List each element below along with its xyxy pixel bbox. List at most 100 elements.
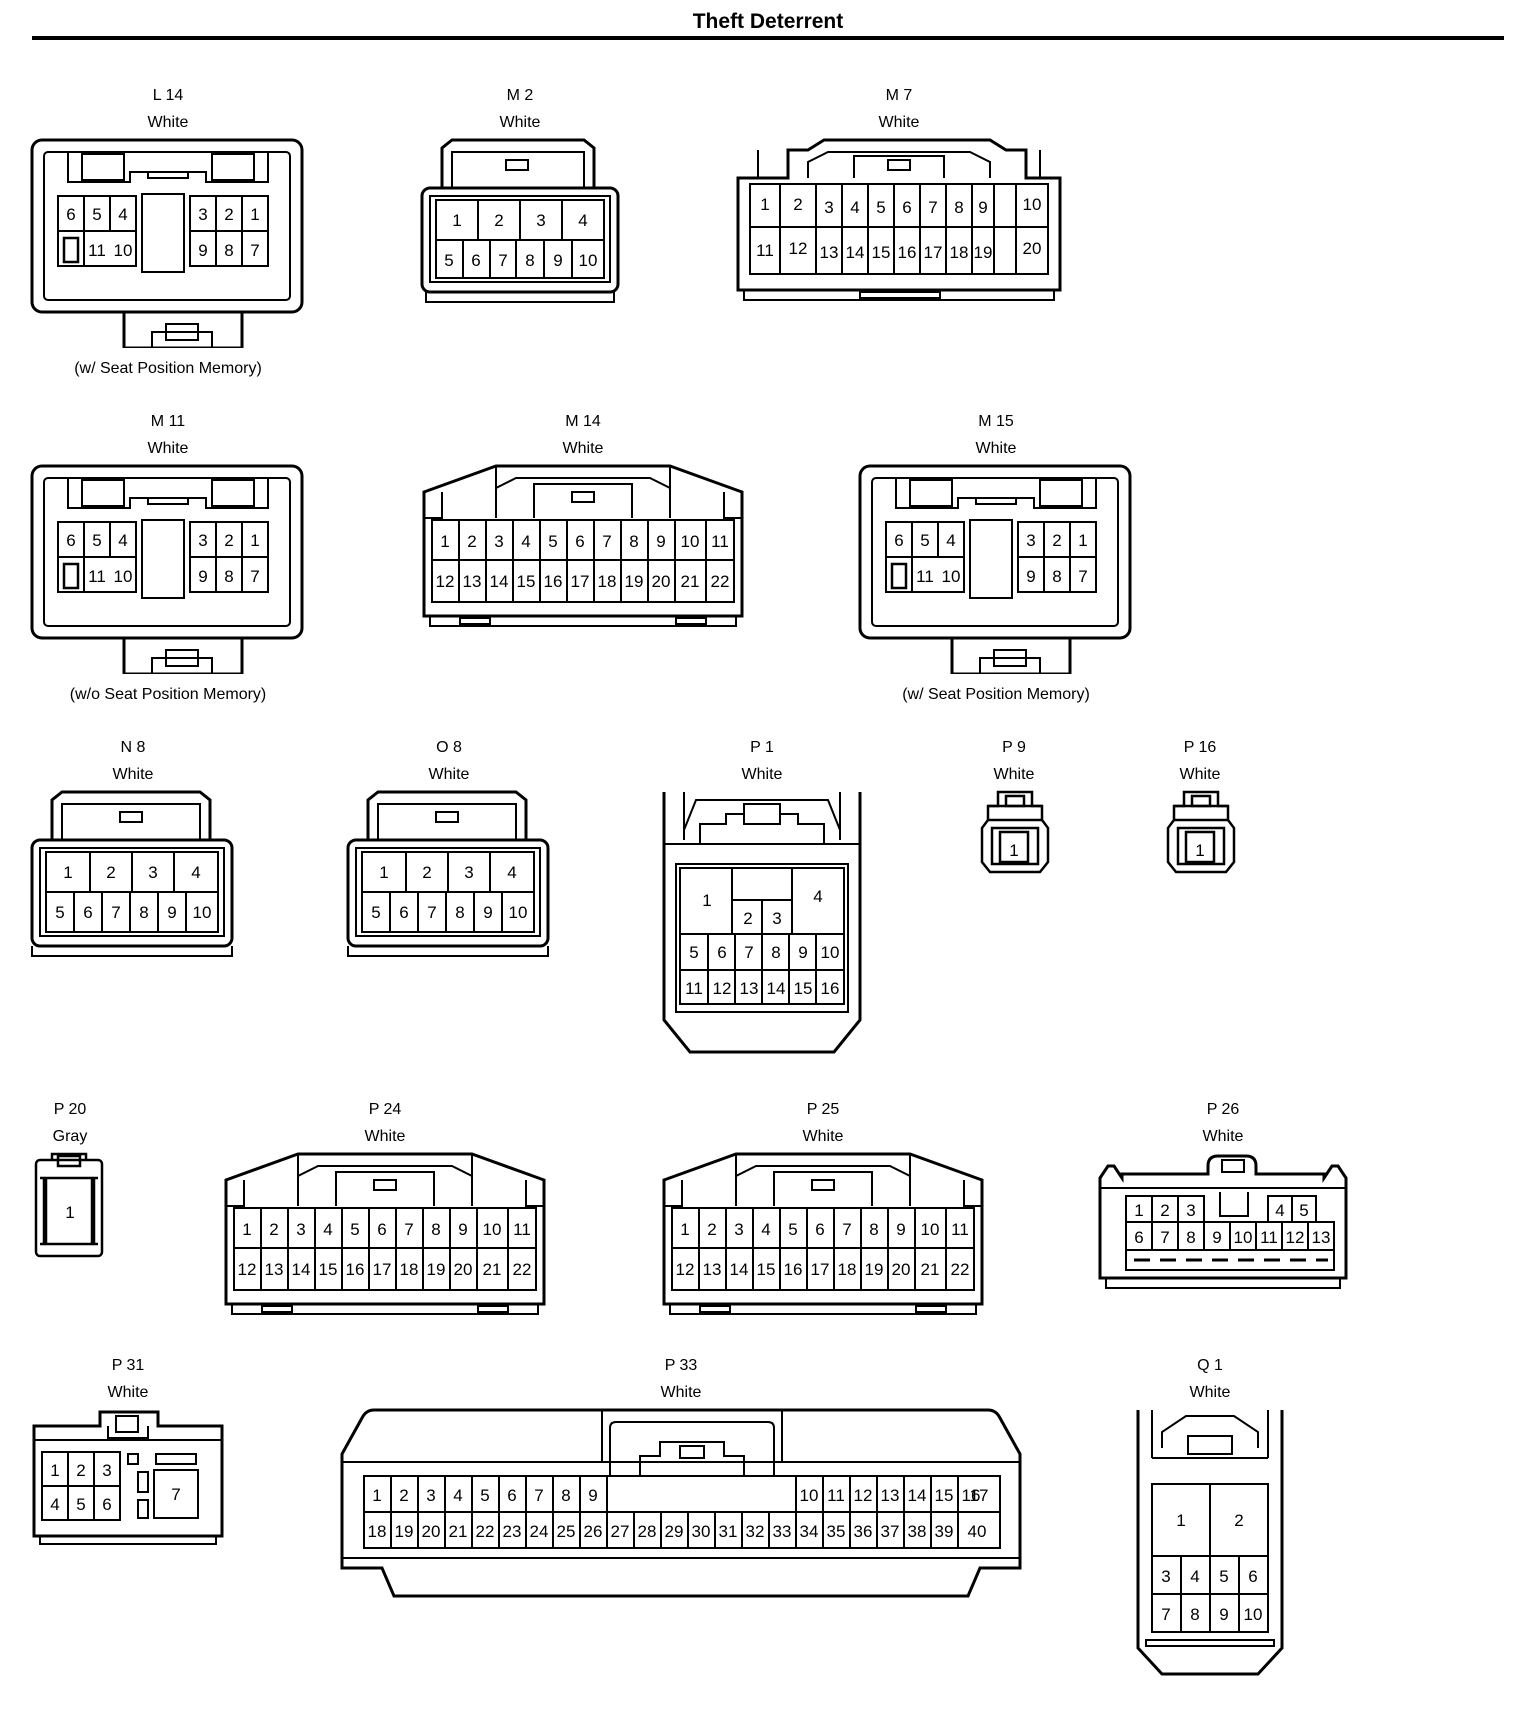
svg-text:7: 7 <box>842 1220 851 1239</box>
svg-text:3: 3 <box>1026 531 1035 550</box>
svg-text:25: 25 <box>557 1522 576 1541</box>
svg-text:1: 1 <box>760 195 769 214</box>
connector-p20: P 20 Gray 1 <box>30 1096 110 1266</box>
svg-text:4: 4 <box>578 211 587 230</box>
connector-color: White <box>1179 766 1221 783</box>
svg-text:8: 8 <box>455 903 464 922</box>
svg-text:7: 7 <box>534 1486 543 1505</box>
svg-text:14: 14 <box>292 1260 311 1279</box>
svg-text:16: 16 <box>962 1486 981 1505</box>
svg-text:13: 13 <box>265 1260 284 1279</box>
svg-text:1: 1 <box>702 891 711 910</box>
svg-text:10: 10 <box>483 1220 502 1239</box>
svg-text:21: 21 <box>483 1260 502 1279</box>
svg-text:4: 4 <box>118 205 127 224</box>
svg-text:13: 13 <box>881 1486 900 1505</box>
svg-text:19: 19 <box>427 1260 446 1279</box>
svg-text:1: 1 <box>250 205 259 224</box>
svg-text:2: 2 <box>106 863 115 882</box>
svg-text:10: 10 <box>193 903 212 922</box>
svg-text:22: 22 <box>476 1522 495 1541</box>
connector-id: M 2 <box>506 87 534 104</box>
connector-color: Gray <box>52 1128 88 1145</box>
svg-text:19: 19 <box>865 1260 884 1279</box>
connector-p9-diagram: 1 <box>980 790 1050 874</box>
svg-text:10: 10 <box>800 1486 819 1505</box>
svg-text:19: 19 <box>395 1522 414 1541</box>
svg-text:22: 22 <box>951 1260 970 1279</box>
svg-text:5: 5 <box>371 903 380 922</box>
svg-text:7: 7 <box>111 903 120 922</box>
svg-text:5: 5 <box>92 531 101 550</box>
svg-text:17: 17 <box>970 1486 989 1505</box>
svg-text:20: 20 <box>422 1522 441 1541</box>
svg-text:5: 5 <box>689 943 698 962</box>
svg-text:9: 9 <box>483 903 492 922</box>
svg-text:6: 6 <box>575 532 584 551</box>
svg-text:3: 3 <box>536 211 545 230</box>
svg-text:12: 12 <box>854 1486 873 1505</box>
connector-color: White <box>147 440 189 457</box>
svg-text:13: 13 <box>740 979 759 998</box>
svg-text:7: 7 <box>498 251 507 270</box>
svg-text:5: 5 <box>92 205 101 224</box>
svg-text:3: 3 <box>1161 1567 1170 1586</box>
svg-text:3: 3 <box>494 532 503 551</box>
svg-text:6: 6 <box>507 1486 516 1505</box>
connector-id: Q 1 <box>1197 1357 1223 1374</box>
svg-text:18: 18 <box>598 572 617 591</box>
svg-text:8: 8 <box>1186 1228 1195 1247</box>
connector-color: White <box>878 114 920 131</box>
svg-text:16: 16 <box>544 572 563 591</box>
svg-text:19: 19 <box>625 572 644 591</box>
svg-text:11: 11 <box>513 1220 531 1239</box>
connector-color: White <box>1189 1384 1231 1401</box>
svg-text:1: 1 <box>1134 1201 1143 1220</box>
svg-text:5: 5 <box>788 1220 797 1239</box>
title-rule <box>32 36 1504 40</box>
svg-text:6: 6 <box>902 198 911 217</box>
svg-text:18: 18 <box>368 1522 387 1541</box>
svg-text:3: 3 <box>1186 1201 1195 1220</box>
connector-id: O 8 <box>436 739 462 756</box>
connector-id: P 26 <box>1206 1101 1240 1118</box>
svg-text:3: 3 <box>198 205 207 224</box>
svg-text:10: 10 <box>921 1220 940 1239</box>
connector-id: P 16 <box>1183 739 1217 756</box>
svg-text:12: 12 <box>676 1260 695 1279</box>
connector-p16: P 16 White 1 <box>1152 734 1248 894</box>
svg-text:18: 18 <box>950 243 969 262</box>
svg-text:7: 7 <box>602 532 611 551</box>
svg-text:5: 5 <box>876 198 885 217</box>
svg-text:14: 14 <box>908 1486 927 1505</box>
svg-text:4: 4 <box>850 198 859 217</box>
svg-text:8: 8 <box>1190 1605 1199 1624</box>
svg-text:9: 9 <box>896 1220 905 1239</box>
connector-color: White <box>993 766 1035 783</box>
svg-text:7: 7 <box>250 567 259 586</box>
svg-text:17: 17 <box>811 1260 830 1279</box>
svg-text:14: 14 <box>730 1260 749 1279</box>
svg-text:20: 20 <box>652 572 671 591</box>
svg-text:6: 6 <box>1134 1228 1143 1247</box>
svg-text:9: 9 <box>553 251 562 270</box>
svg-text:39: 39 <box>935 1522 954 1541</box>
connector-color: White <box>364 1128 406 1145</box>
svg-text:38: 38 <box>908 1522 927 1541</box>
svg-text:12: 12 <box>713 979 732 998</box>
svg-text:8: 8 <box>224 241 233 260</box>
svg-text:3: 3 <box>464 863 473 882</box>
